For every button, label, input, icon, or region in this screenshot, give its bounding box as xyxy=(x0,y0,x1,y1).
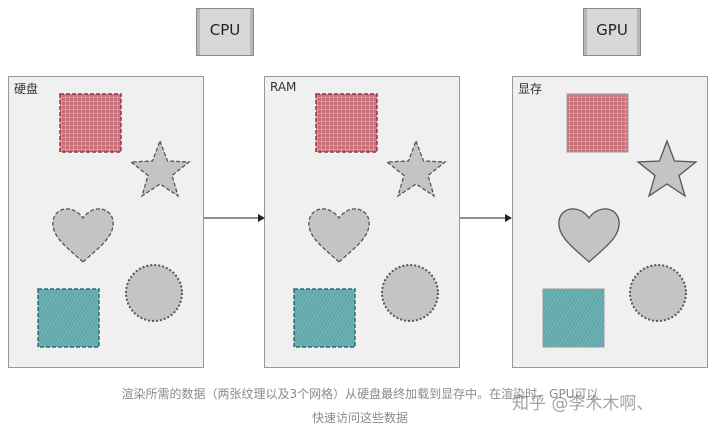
star-mesh xyxy=(129,139,191,198)
ram-panel: RAM xyxy=(264,76,460,368)
teal-texture xyxy=(37,288,100,348)
red-texture xyxy=(315,93,378,153)
red-texture xyxy=(59,93,122,153)
ram-contents xyxy=(293,93,447,348)
disk-label: 硬盘 xyxy=(14,82,39,96)
vram-panel: 显存 xyxy=(512,76,708,368)
gpu-label: GPU xyxy=(596,21,628,39)
teal-texture xyxy=(542,288,605,348)
heart-mesh xyxy=(558,208,620,263)
star-mesh xyxy=(636,139,698,198)
sphere-mesh xyxy=(125,264,183,322)
vram-label: 显存 xyxy=(518,82,543,96)
caption-line-2: 快速访问这些数据 xyxy=(311,411,408,425)
sphere-mesh xyxy=(381,264,439,322)
arrow-ram-to-vram xyxy=(460,214,512,222)
cpu-label: CPU xyxy=(209,21,241,39)
sphere-mesh xyxy=(629,264,687,322)
star-mesh xyxy=(385,139,447,198)
arrow-disk-to-ram xyxy=(204,214,265,222)
vram-contents xyxy=(542,93,698,348)
disk-panel: 硬盘 xyxy=(8,76,204,368)
teal-texture xyxy=(293,288,356,348)
heart-mesh xyxy=(52,208,114,263)
heart-mesh xyxy=(308,208,370,263)
zhihu-watermark: 知乎 @李木木啊、 xyxy=(512,394,654,414)
cpu-chip: CPU xyxy=(196,8,254,56)
ram-label: RAM xyxy=(270,80,297,94)
red-texture xyxy=(566,93,629,153)
caption-line-1: 渲染所需的数据（两张纹理以及3个网格）从硬盘最终加载到显存中。在渲染时，GPU可… xyxy=(121,387,599,401)
gpu-chip: GPU xyxy=(583,8,641,56)
disk-contents xyxy=(37,93,191,348)
